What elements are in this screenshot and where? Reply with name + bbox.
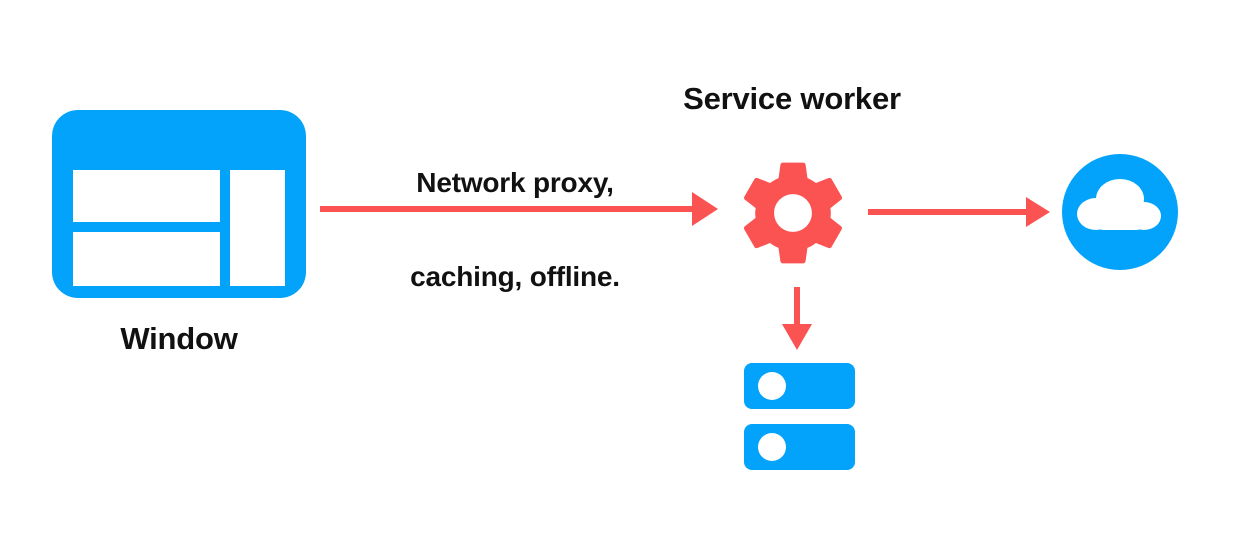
cloud-icon	[1077, 179, 1161, 230]
arrow-service-worker-to-cloud	[868, 197, 1050, 227]
window-panel-bottom-left	[73, 232, 220, 286]
service-worker-label: Service worker	[683, 81, 901, 116]
edge-label-line-2: caching, offline.	[410, 260, 620, 292]
arrow-head	[692, 192, 718, 226]
arrow-service-worker-to-storage	[782, 287, 812, 350]
edge-label-line-1: Network proxy,	[416, 166, 614, 198]
storage-node[interactable]	[744, 363, 855, 470]
window-label: Window	[120, 321, 238, 356]
arrow-window-to-service-worker	[320, 192, 718, 226]
arrow-head	[782, 324, 812, 350]
window-node[interactable]	[52, 110, 306, 298]
edge-label-network-proxy: Network proxy, caching, offline.	[372, 104, 658, 355]
window-panel-top-left	[73, 170, 220, 222]
storage-indicator-bottom	[758, 433, 786, 461]
cloud-node[interactable]	[1062, 154, 1178, 270]
window-panel-right	[230, 170, 285, 286]
gear-icon	[743, 162, 843, 264]
arrow-head	[1026, 197, 1050, 227]
storage-indicator-top	[758, 372, 786, 400]
service-worker-node[interactable]	[743, 162, 843, 264]
